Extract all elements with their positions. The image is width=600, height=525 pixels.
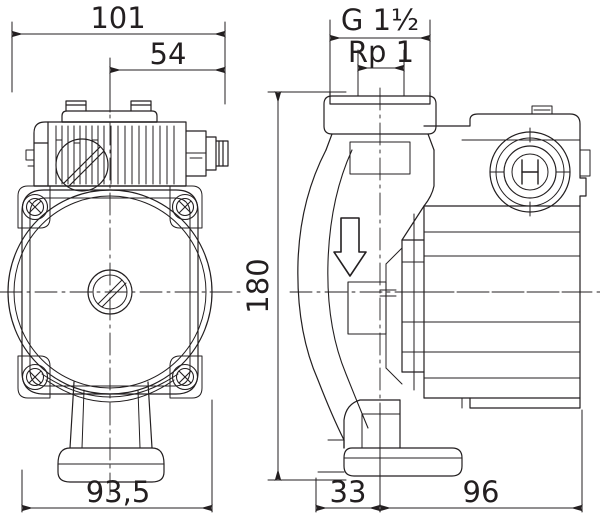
bolt-boss-bottom-right (169, 355, 203, 399)
bolt-bosses (17, 185, 203, 399)
selector-knob[interactable] (55, 138, 109, 192)
dimension-base-width (21, 399, 213, 513)
motor-flange (379, 205, 425, 399)
volute-inner (327, 149, 369, 429)
impeller-housing (7, 189, 213, 395)
left-tabs (25, 149, 35, 167)
dimension-label-motor-width: 54 (150, 37, 187, 71)
front-view (0, 87, 241, 501)
side-view (289, 87, 600, 501)
base-foot (57, 381, 165, 483)
dimension-motor-length (379, 409, 583, 513)
dimension-label-base-width: 93,5 (86, 475, 151, 509)
motor-housing (423, 105, 591, 409)
dimension-label-overall-height: 180 (241, 258, 275, 313)
shaft-hub (87, 269, 133, 315)
dimension-port-thread-outer (329, 19, 431, 105)
dimension-label-inlet-offset: 33 (330, 475, 367, 509)
dimension-overall-height (267, 91, 347, 481)
bolt-boss-top-right (169, 185, 203, 229)
bolt-boss-bottom-left (17, 355, 51, 399)
dimension-port-thread-inner (357, 49, 405, 97)
dimension-label-port-thread-outer: G 1½ (341, 3, 419, 37)
dimension-label-port-thread-inner: Rp 1 (348, 35, 414, 69)
flow-direction-arrow (333, 217, 367, 277)
bolt-boss-top-left (17, 185, 51, 229)
dimension-label-overall-width: 101 (90, 1, 145, 35)
dimension-label-motor-length: 96 (463, 475, 500, 509)
fin-slots (55, 125, 99, 144)
inspection-square (347, 281, 387, 335)
cable-gland (185, 130, 229, 177)
side-base-foot (317, 399, 463, 477)
dimension-inlet-offset (315, 403, 381, 513)
terminal-box (33, 100, 187, 187)
side-selector-knob[interactable] (489, 127, 573, 219)
side-centre-lines (289, 87, 600, 501)
centre-lines (0, 87, 241, 501)
dimension-overall-width (11, 21, 226, 105)
